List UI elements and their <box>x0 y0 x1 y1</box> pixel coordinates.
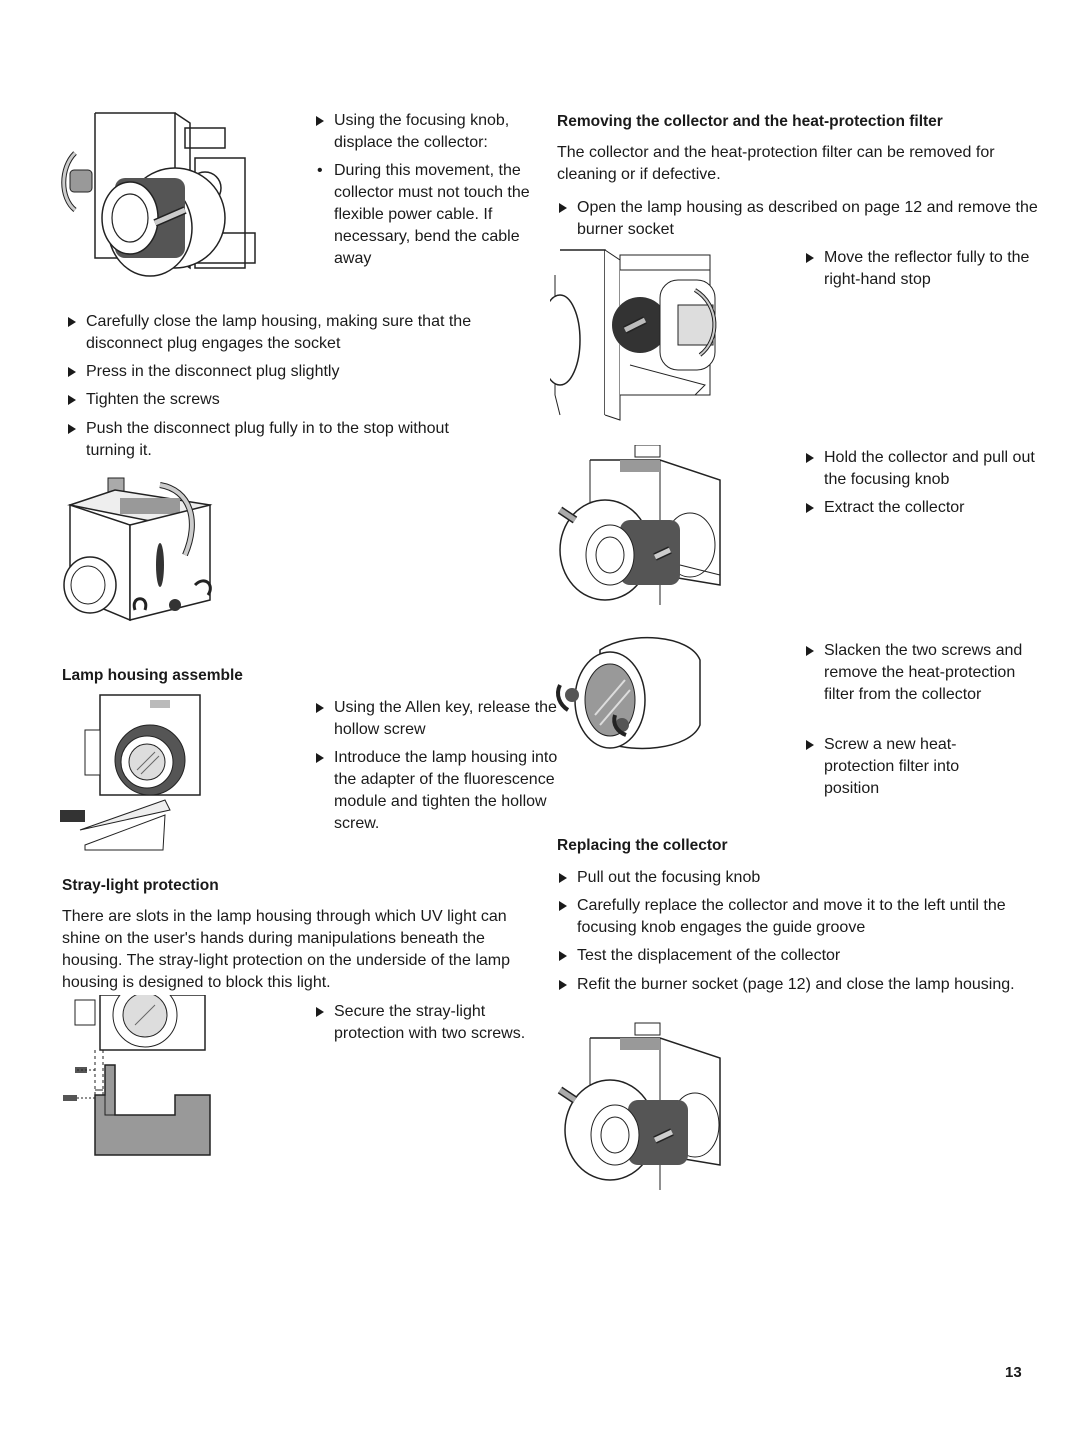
heading-replacing-collector: Replacing the collector <box>557 837 728 854</box>
stray-light-paragraph: There are slots in the lamp housing thro… <box>62 908 510 991</box>
step-close-housing: Carefully close the lamp housing, making… <box>66 311 486 355</box>
step-secure-stray-light: Secure the stray-light protection with t… <box>314 1001 559 1045</box>
step-open-lamp-housing: Open the lamp housing as described on pa… <box>557 197 1057 241</box>
step-tighten-screws: Tighten the screws <box>66 389 486 411</box>
heading-lamp-housing-assemble: Lamp housing assemble <box>62 667 243 684</box>
step-move-reflector: Move the reflector fully to the right-ha… <box>804 247 1044 291</box>
removing-paragraph: The collector and the heat-protection fi… <box>557 144 995 183</box>
heading-stray-light-protection: Stray-light protection <box>62 877 219 894</box>
bullet-collector-cable: During this movement, the collector must… <box>314 160 549 270</box>
step-test-displacement: Test the displacement of the collector <box>557 945 1057 967</box>
step-release-hollow-screw: Using the Allen key, release the hollow … <box>314 697 559 741</box>
lamp-housing-closed-illustration <box>60 470 230 635</box>
step-extract-collector: Extract the collector <box>804 497 1049 519</box>
step-pull-focusing-knob: Pull out the focusing knob <box>557 867 1057 889</box>
heading-removing-collector: Removing the collector and the heat-prot… <box>557 113 943 130</box>
step-introduce-housing: Introduce the lamp housing into the adap… <box>314 747 559 835</box>
step-displace-collector: Using the focusing knob, displace the co… <box>314 110 549 154</box>
step-replace-collector: Carefully replace the collector and move… <box>557 895 1047 939</box>
heat-protection-filter-illustration <box>550 630 730 760</box>
lamp-housing-assemble-illustration <box>55 690 215 855</box>
step-refit-burner-socket: Refit the burner socket (page 12) and cl… <box>557 974 1067 996</box>
step-press-plug: Press in the disconnect plug slightly <box>66 361 486 383</box>
step-screw-new-filter: Screw a new heat-protection filter into … <box>804 734 1009 800</box>
step-push-plug: Push the disconnect plug fully in to the… <box>66 418 486 462</box>
move-reflector-illustration <box>539 245 730 425</box>
step-hold-collector: Hold the collector and pull out the focu… <box>804 447 1049 491</box>
replace-collector-illustration <box>550 1020 730 1195</box>
step-slacken-screws: Slacken the two screws and remove the he… <box>804 640 1034 706</box>
extract-collector-illustration <box>550 444 730 615</box>
collector-displacement-illustration <box>55 108 300 283</box>
stray-light-protection-illustration <box>55 982 220 1165</box>
page-number: 13 <box>1005 1364 1022 1381</box>
